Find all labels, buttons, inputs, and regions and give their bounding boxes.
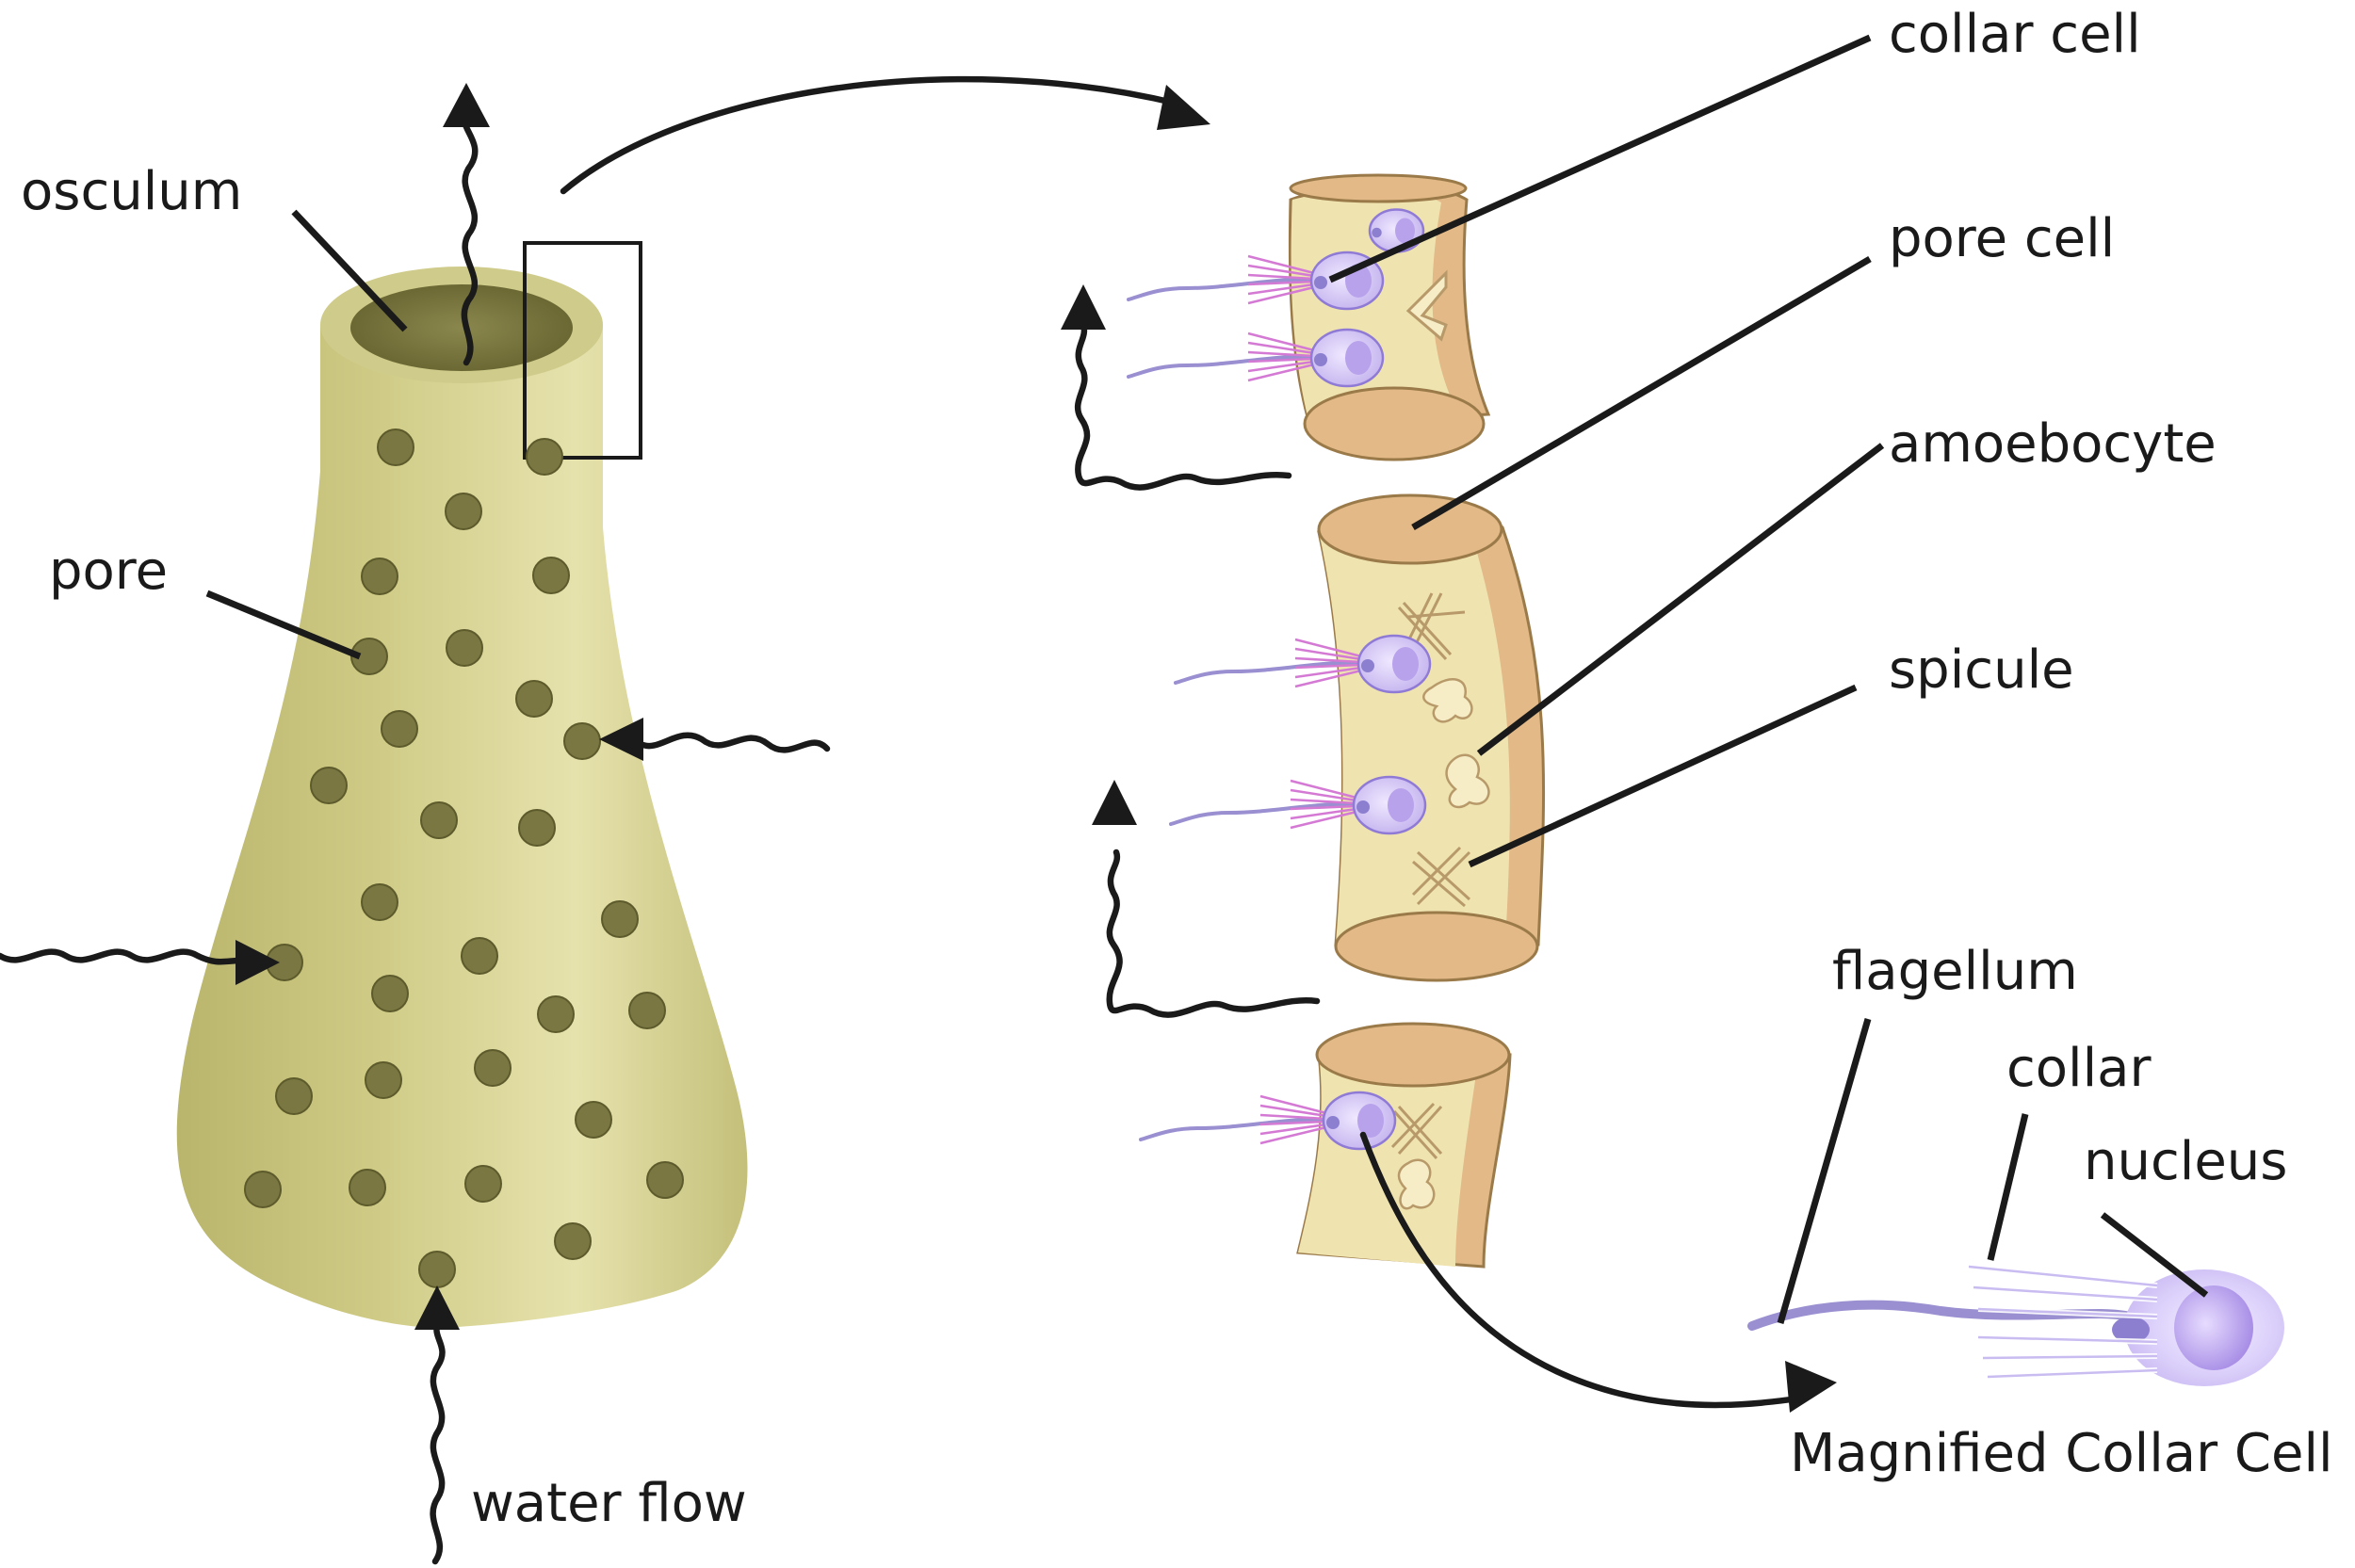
leader-spicule	[1468, 684, 1858, 868]
collar-cell-small	[1127, 251, 1385, 311]
amoebocyte-1	[1422, 678, 1473, 723]
pore-dot	[446, 629, 483, 667]
arrowhead-tissue-top	[1061, 284, 1106, 330]
label-water-flow: water flow	[471, 1473, 747, 1534]
label-pore: pore	[49, 541, 168, 602]
pore-dot	[275, 1077, 313, 1115]
flow-in-left	[0, 948, 244, 965]
pore-group	[244, 428, 684, 1288]
pore-dot	[244, 1171, 282, 1208]
collar-cell-group	[1127, 208, 1432, 1151]
pore-dot	[349, 1169, 386, 1206]
sponge-body	[176, 241, 748, 1328]
arrowhead-tissue-middle	[1092, 780, 1137, 825]
amoebocyte-3	[1397, 1158, 1436, 1210]
pore-dot	[575, 1101, 612, 1139]
collar-cell-small	[1127, 328, 1385, 388]
arrowhead-up-osculum	[443, 83, 490, 127]
tissue-segment-middle	[1317, 493, 1546, 982]
pore-dot	[445, 493, 482, 530]
arrowhead-in-bottom	[414, 1285, 460, 1330]
spicule-cross-3	[1390, 1102, 1443, 1160]
pore-dot	[537, 995, 575, 1033]
flow-in-bottom	[430, 1319, 446, 1565]
pore-dot	[361, 883, 398, 921]
pore-dot	[418, 1251, 456, 1288]
pore-dot	[526, 438, 563, 476]
amoebocyte-2	[1445, 753, 1490, 809]
pore-dot	[420, 801, 458, 839]
pore-dot	[646, 1161, 684, 1199]
pore-dot	[554, 1222, 592, 1260]
osculum-opening	[350, 284, 573, 371]
label-pore-cell: pore cell	[1889, 208, 2115, 269]
pore-dot	[310, 767, 348, 804]
collar-cell-small	[1169, 775, 1427, 835]
arrowhead-in-left	[236, 940, 280, 985]
pore-dot	[381, 710, 418, 748]
pore-dot	[532, 557, 570, 594]
sponge-body-shape	[176, 325, 748, 1328]
label-magnified-collar-cell: Magnified Collar Cell	[1790, 1423, 2333, 1484]
pore-dot	[628, 992, 666, 1029]
label-collar: collar	[2006, 1038, 2152, 1099]
water-flow-arrows-tissue	[1061, 284, 1321, 1018]
label-osculum: osculum	[21, 161, 242, 222]
basal-body-large	[2112, 1317, 2150, 1343]
collar-cell-small	[1139, 1091, 1397, 1151]
spicule-v	[1405, 269, 1448, 342]
magnify-arrow-top	[560, 75, 1210, 195]
pore-dot	[361, 558, 398, 595]
pore-dot	[601, 900, 639, 938]
pore-dot	[515, 680, 553, 718]
leader-osculum	[291, 209, 408, 332]
leader-collar-cell	[1328, 34, 1872, 283]
label-spicule: spicule	[1889, 639, 2074, 701]
pore-dot	[464, 1165, 502, 1203]
collar-cell-small	[1174, 634, 1432, 694]
flow-tissue-top	[1074, 321, 1292, 491]
leader-nucleus	[2100, 1212, 2209, 1298]
flow-out-osculum	[461, 109, 479, 366]
leader-amoebocyte	[1476, 443, 1885, 756]
label-nucleus: nucleus	[2084, 1131, 2287, 1192]
pore-dot	[461, 937, 498, 975]
pore-dot	[518, 809, 556, 847]
label-flagellum: flagellum	[1832, 941, 2078, 1002]
label-amoebocyte: amoebocyte	[1889, 413, 2217, 475]
pore-dot	[563, 722, 601, 760]
leader-collar	[1987, 1113, 2029, 1261]
magnify-arrow-bottom	[1359, 1131, 1837, 1413]
magnified-collar-cell	[1747, 1264, 2284, 1386]
magnify-box	[523, 241, 642, 460]
water-flow-arrows-main	[0, 83, 831, 1565]
pore-dot	[371, 975, 409, 1012]
pore-dot	[365, 1061, 402, 1099]
leader-pore-cell	[1411, 255, 1872, 531]
label-collar-cell: collar cell	[1889, 4, 2141, 65]
flow-in-right	[637, 732, 831, 753]
leader-pore	[205, 590, 362, 660]
collar-cell-small	[1368, 208, 1425, 253]
spicule-cross-2	[1411, 846, 1471, 908]
leader-flagellum	[1777, 1018, 1872, 1324]
pore-dot	[377, 428, 414, 466]
arrowhead-in-right	[599, 718, 643, 761]
flow-tissue-middle	[1106, 849, 1321, 1018]
nucleus-large	[2174, 1285, 2253, 1370]
pore-dot	[474, 1049, 512, 1087]
